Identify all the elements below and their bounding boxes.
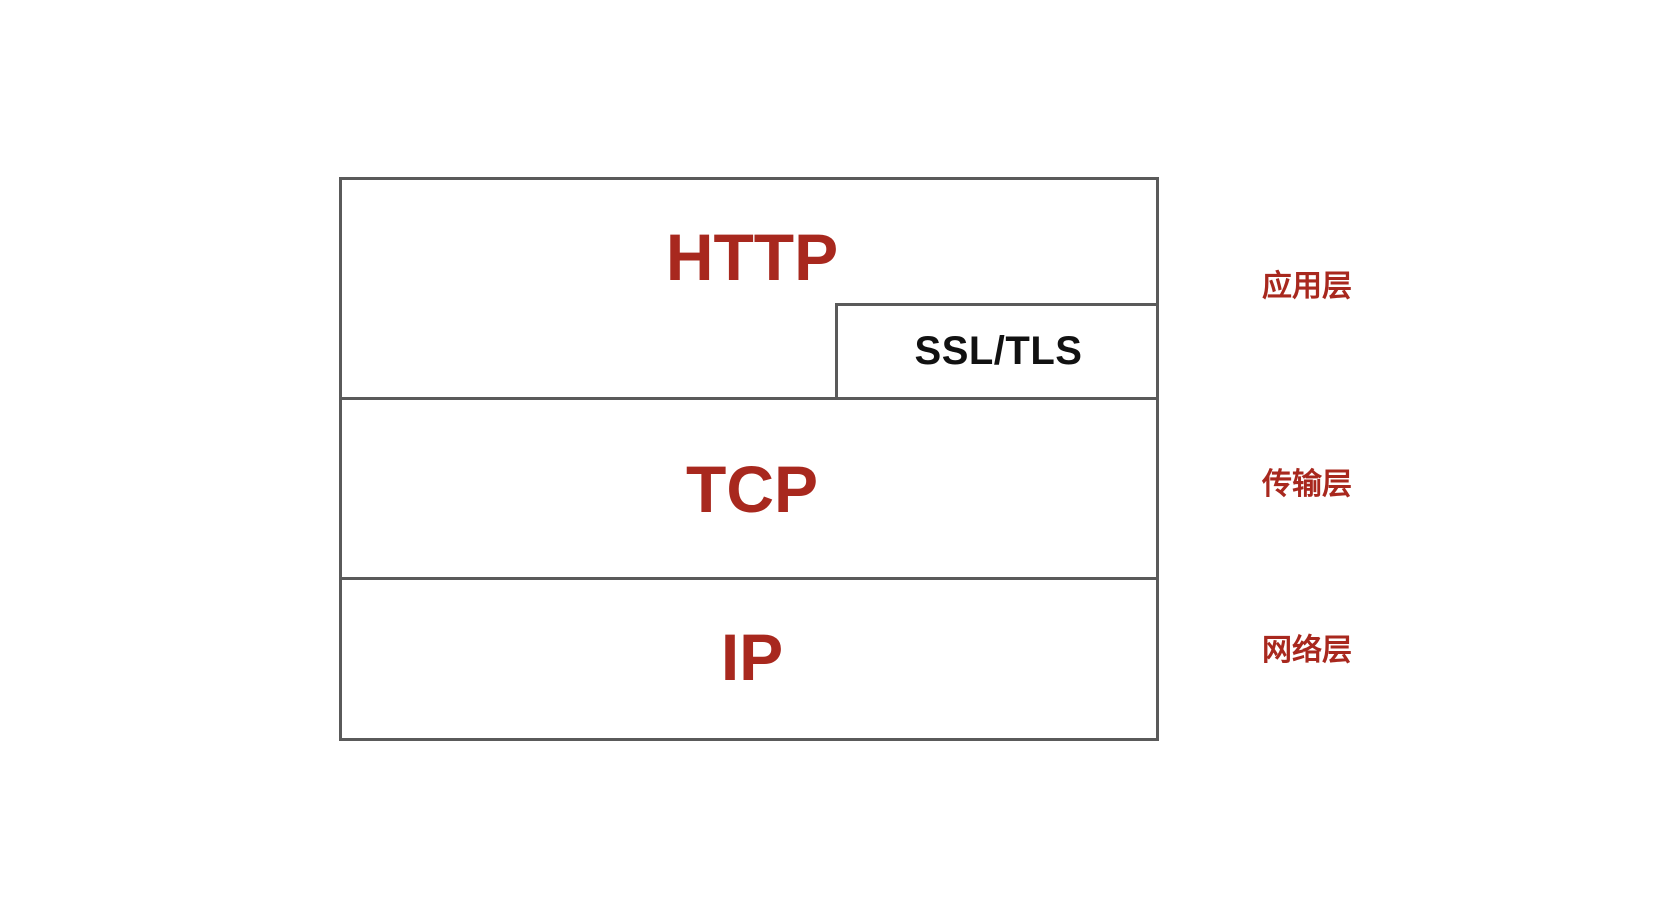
ip-label: IP bbox=[720, 620, 784, 694]
transport-network-divider bbox=[342, 577, 1156, 580]
application-transport-divider bbox=[342, 397, 1156, 400]
ssl-tls-box: SSL/TLS bbox=[835, 303, 1159, 397]
http-label: HTTP bbox=[665, 220, 839, 294]
network-layer-label: 网络层 bbox=[1262, 633, 1352, 668]
protocol-stack: HTTP SSL/TLS TCP IP bbox=[339, 177, 1159, 741]
application-layer-label: 应用层 bbox=[1262, 269, 1352, 304]
tcp-label: TCP bbox=[686, 452, 818, 526]
ssl-tls-label: SSL/TLS bbox=[914, 329, 1083, 373]
transport-layer-label: 传输层 bbox=[1262, 467, 1352, 502]
